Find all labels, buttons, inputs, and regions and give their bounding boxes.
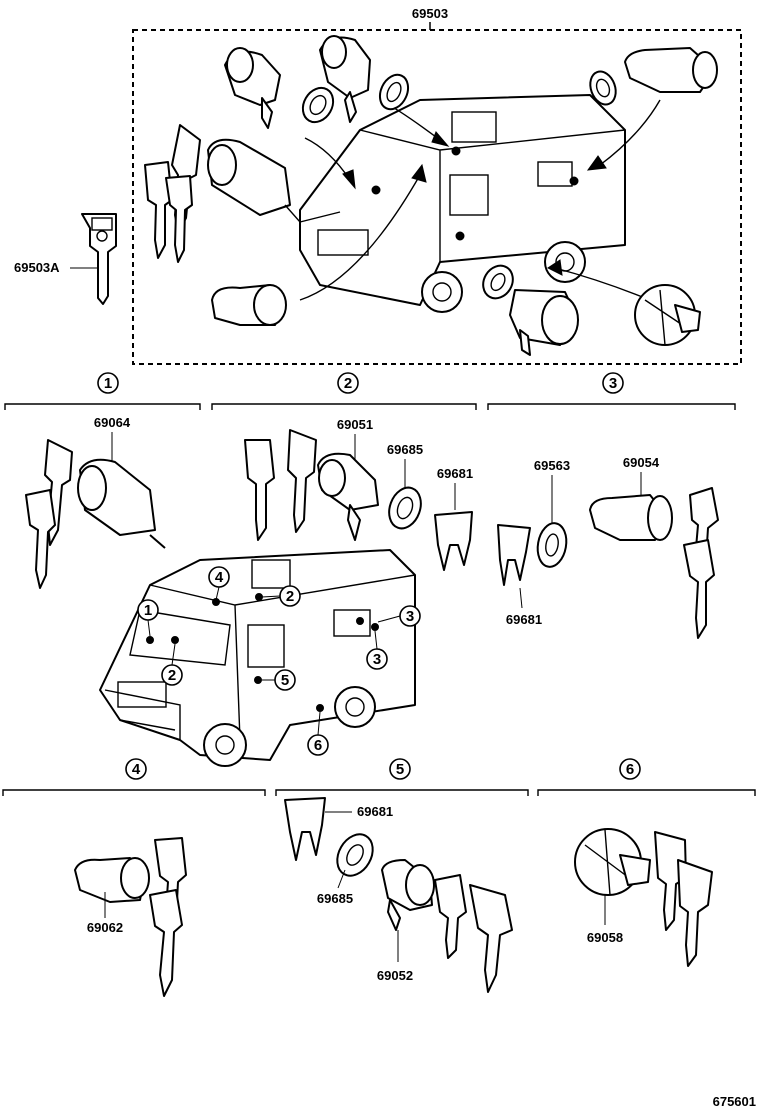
key-69503A	[81, 213, 117, 305]
svg-text:3: 3	[373, 651, 381, 668]
section-3-num: 3	[609, 375, 617, 392]
section-4-num: 4	[132, 761, 141, 778]
top-lock-f	[509, 289, 579, 356]
section-2-num: 2	[344, 375, 352, 392]
section-1-num: 1	[104, 375, 112, 392]
label-69064: 69064	[94, 415, 131, 430]
section-4-header: 4	[2, 758, 266, 796]
top-lock-c	[207, 138, 341, 223]
svg-text:4: 4	[215, 569, 224, 586]
clip-69681-s3	[497, 524, 531, 586]
label-69681-s3: 69681	[506, 612, 542, 627]
label-69503: 69503	[412, 6, 448, 21]
clip-69681-s5	[284, 797, 326, 861]
lock-69054	[589, 487, 719, 639]
van-callout-3-side: 3	[377, 605, 421, 627]
middle-van	[99, 549, 416, 767]
lock-69052	[381, 859, 513, 993]
top-keys	[144, 124, 201, 263]
label-69503A: 69503A	[14, 260, 60, 275]
section-5-header: 5	[275, 758, 529, 796]
label-69685-s5: 69685	[317, 891, 353, 906]
lock-69064	[25, 439, 166, 589]
clip-69681-s2	[434, 511, 473, 571]
label-69051: 69051	[337, 417, 373, 432]
svg-text:2: 2	[286, 588, 294, 605]
van-callout-3-lower: 3	[366, 630, 388, 670]
label-69052: 69052	[377, 968, 413, 983]
section-2-header: 2	[211, 372, 477, 410]
top-group-dashed-frame	[132, 29, 742, 365]
section-6-header: 6	[537, 758, 756, 796]
van-callout-5: 5	[262, 669, 296, 691]
svg-text:1: 1	[144, 602, 152, 619]
van-callout-2-roof: 2	[261, 585, 301, 607]
figure-id: 675601	[713, 1094, 756, 1109]
lock-69062	[74, 837, 187, 997]
label-69054: 69054	[623, 455, 660, 470]
label-69563: 69563	[534, 458, 570, 473]
van-callout-1: 1	[137, 599, 159, 637]
svg-text:3: 3	[406, 608, 414, 625]
van-callout-4: 4	[208, 566, 230, 601]
lock-69051	[244, 429, 379, 541]
label-69681-s2: 69681	[437, 466, 473, 481]
top-lock-a	[224, 47, 281, 129]
top-van	[299, 94, 626, 313]
label-69062: 69062	[87, 920, 123, 935]
van-callout-2-front: 2	[161, 643, 183, 686]
top-lock-d	[211, 284, 287, 326]
svg-text:2: 2	[168, 667, 176, 684]
svg-text:6: 6	[314, 737, 322, 754]
section-6-num: 6	[626, 761, 634, 778]
label-69058: 69058	[587, 930, 623, 945]
section-1-header: 1	[4, 372, 201, 410]
top-lock-b	[319, 35, 371, 123]
label-69685-s2: 69685	[387, 442, 423, 457]
label-69681-s5: 69681	[357, 804, 393, 819]
top-lock-g	[634, 284, 701, 346]
section-3-header: 3	[487, 372, 736, 410]
svg-text:5: 5	[281, 672, 289, 689]
van-callout-6: 6	[307, 711, 329, 756]
top-lock-e	[624, 47, 718, 93]
lock-69058	[574, 828, 713, 967]
section-5-num: 5	[396, 761, 404, 778]
top-group: 69503 69503A	[14, 6, 742, 365]
